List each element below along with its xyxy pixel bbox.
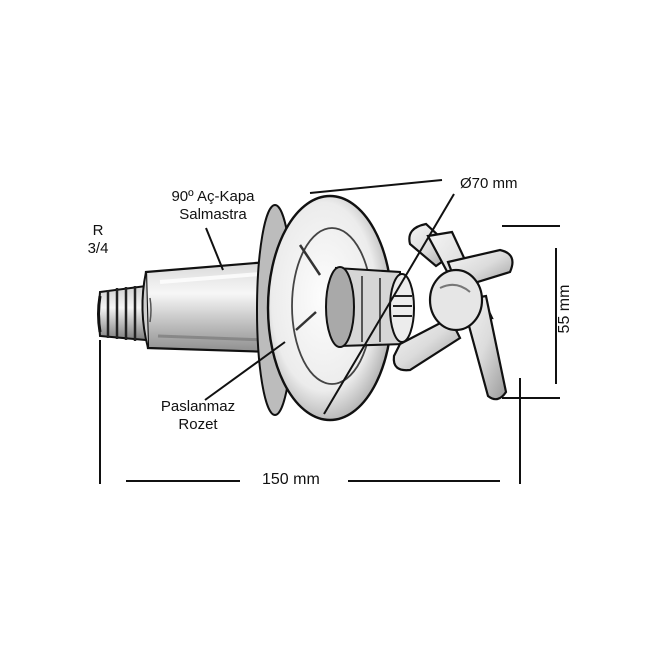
length-label: 150 mm	[262, 471, 320, 488]
valve-label: 90º Aç-Kapa Salmastra	[148, 188, 278, 224]
cross-handle	[392, 222, 514, 401]
leader-valve	[205, 227, 224, 271]
rosette-label-line1: Paslanmaz	[160, 398, 236, 415]
dia-top-line	[309, 179, 443, 194]
valve-label-line2: Salmastra	[179, 206, 247, 223]
rosette	[256, 194, 394, 422]
valve-body	[141, 260, 274, 354]
height-label: 55 mm	[556, 284, 573, 334]
valve-label-line1: 90º Aç-Kapa	[171, 188, 255, 205]
dia-leader	[323, 193, 455, 415]
stem-collar	[325, 266, 415, 348]
diameter-label: Ø70 mm	[460, 175, 518, 192]
rosette-label-line2: Rozet	[178, 416, 218, 433]
leader-rosette	[204, 341, 286, 401]
thread-label-line2: 3/4	[87, 240, 109, 257]
dimension-lines	[99, 179, 560, 484]
thread-label: R 3/4	[78, 222, 118, 258]
rosette-label: Paslanmaz Rozet	[148, 398, 248, 434]
threaded-inlet	[97, 284, 147, 342]
thread-label-line1: R	[92, 222, 104, 239]
